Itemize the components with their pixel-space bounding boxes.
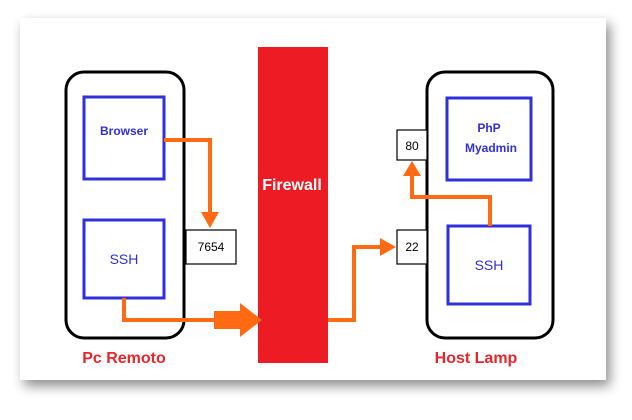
browser-label: Browser: [100, 124, 148, 138]
browser-box: [82, 95, 166, 181]
port-22-box: [396, 229, 428, 265]
phpmyadmin-label-line1: PhP: [477, 121, 500, 135]
firewall-to-port-22-arrowhead: [380, 238, 396, 256]
pc-ssh-to-firewall-big-arrow: [214, 303, 262, 337]
firewall-label: Firewall: [262, 177, 322, 194]
host-ssh-to-port-80-arrowhead: [403, 161, 421, 176]
port-7654-box: [185, 229, 237, 265]
phpmyadmin-box: [445, 96, 533, 182]
port-7654-label: 7654: [198, 240, 225, 254]
pc-ssh-to-firewall-line: [122, 298, 214, 322]
browser-to-port-7654-arrow: [164, 138, 212, 216]
host-lamp-caption: Host Lamp: [435, 350, 518, 367]
host-ssh-label: SSH: [475, 257, 504, 273]
port-80-label: 80: [405, 139, 419, 153]
port-80-box: [396, 129, 428, 161]
port-22-label: 22: [405, 240, 419, 254]
firewall-bar: [258, 47, 328, 363]
pc-remoto-caption: Pc Remoto: [82, 350, 166, 367]
phpmyadmin-label-line2: Myadmin: [465, 141, 517, 155]
pc-ssh-label: SSH: [110, 251, 139, 267]
firewall-to-port-22-arrow: [328, 245, 382, 322]
host-ssh-to-port-80-arrow: [410, 174, 492, 226]
browser-to-port-7654-arrowhead: [201, 212, 219, 228]
